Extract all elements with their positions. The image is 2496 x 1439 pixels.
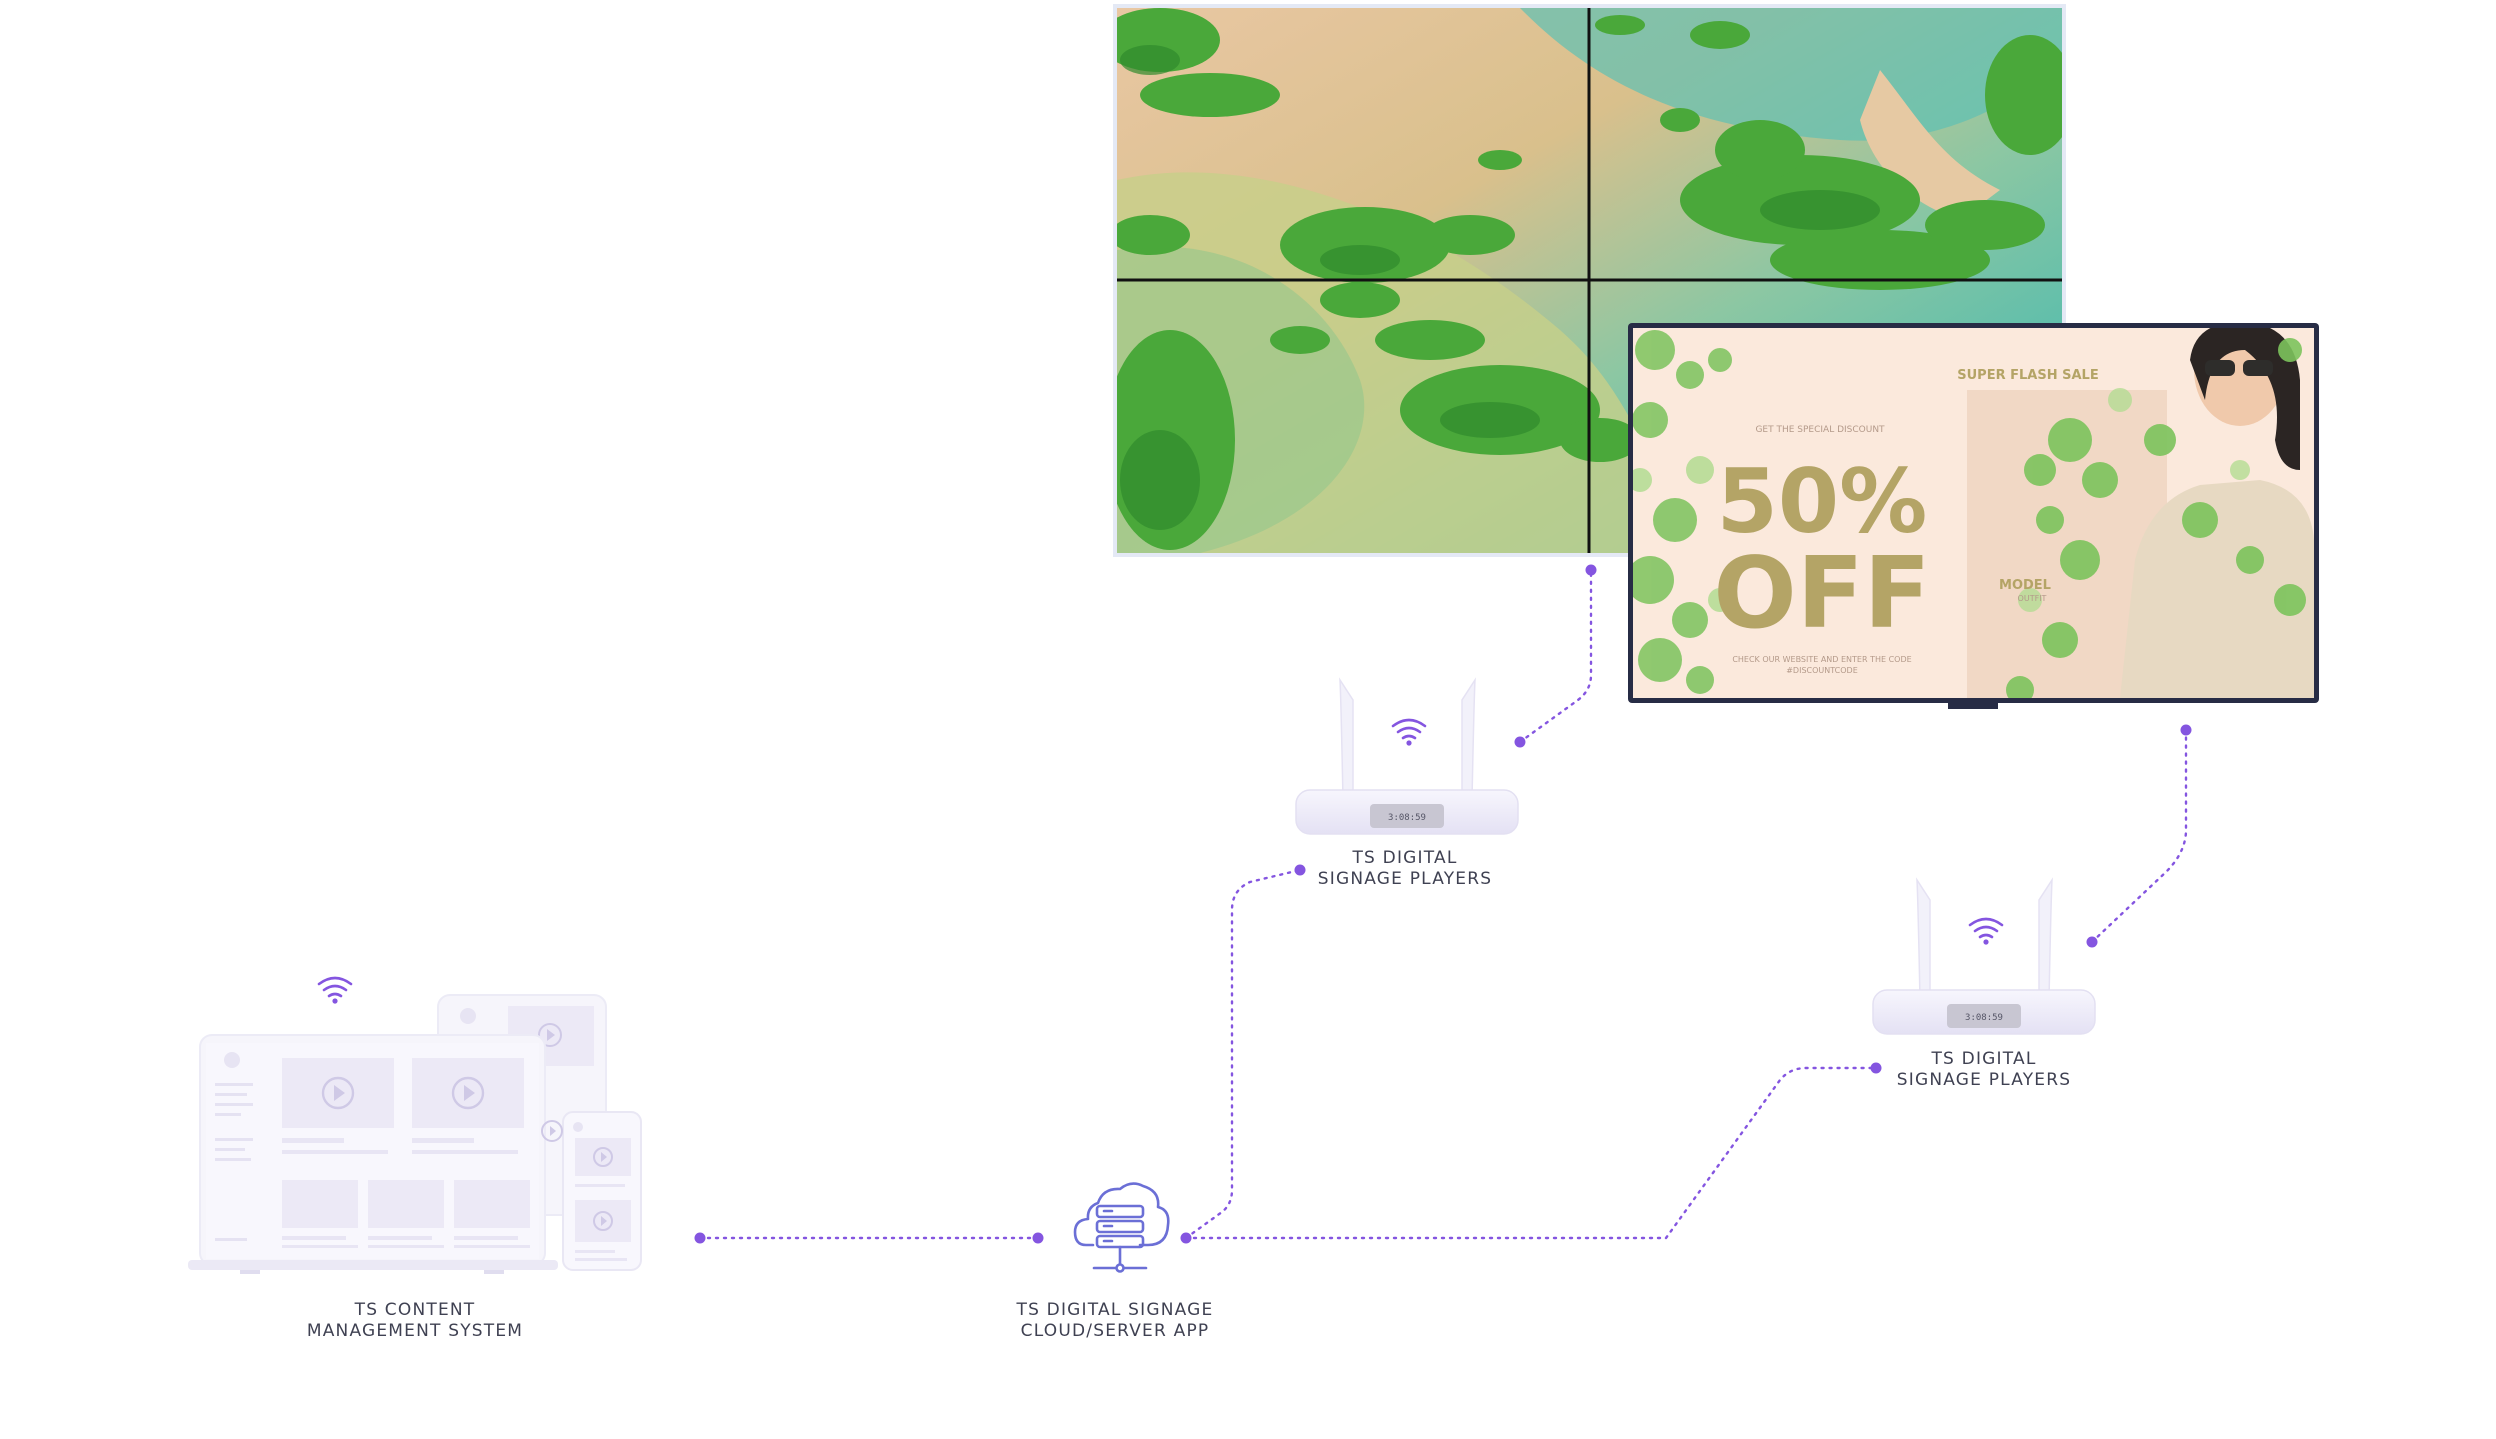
link-cloud-player-bottom <box>1184 1066 1878 1240</box>
player-bottom-label-line2: SIGNAGE PLAYERS <box>1896 1070 2072 1090</box>
player-bottom-label-line1: TS DIGITAL <box>1931 1049 2037 1069</box>
connection-dots <box>694 564 2192 1244</box>
promo-off: OFF <box>1713 537 1930 651</box>
wifi-icon <box>317 976 353 998</box>
cloud-label-line2: CLOUD/SERVER APP <box>1020 1321 1210 1341</box>
link-cloud-player-top <box>1184 868 1302 1240</box>
link-player-bottom-promo <box>2090 728 2188 944</box>
player-bottom-display: 3:08:59 <box>1965 1013 2003 1023</box>
player-top-label-line2: SIGNAGE PLAYERS <box>1317 869 1493 889</box>
promo-model: MODEL <box>1999 578 2051 593</box>
wifi-icon <box>1391 718 1427 740</box>
cloud-label-line1: TS DIGITAL SIGNAGE <box>1016 1300 1214 1320</box>
link-player-top-wall <box>1518 568 1593 744</box>
player-top-label-line1: TS DIGITAL <box>1352 848 1458 868</box>
cloud-server-icon <box>1073 1182 1170 1273</box>
promo-outfit: OUTFIT <box>2018 594 2047 603</box>
promo-display: SUPER FLASH SALE GET THE SPECIAL DISCOUN… <box>1628 323 2319 709</box>
cms-label-line1: TS CONTENT <box>354 1300 476 1320</box>
promo-kicker: GET THE SPECIAL DISCOUNT <box>1755 425 1885 435</box>
promo-headline: SUPER FLASH SALE <box>1957 368 2098 383</box>
cms-devices-icon <box>188 976 642 1274</box>
player-bottom-router-icon: 3:08:59 <box>1872 877 2096 1035</box>
player-top-router-icon: 3:08:59 <box>1295 677 1519 835</box>
cms-label-line2: MANAGEMENT SYSTEM <box>306 1321 524 1341</box>
cms-label: TS CONTENT MANAGEMENT SYSTEM <box>260 1300 570 1342</box>
promo-footnote-1: CHECK OUR WEBSITE AND ENTER THE CODE <box>1732 655 1911 664</box>
promo-percent: 50% <box>1717 450 1928 553</box>
wifi-icon <box>1968 917 2004 939</box>
player-top-display: 3:08:59 <box>1388 813 1426 823</box>
player-bottom-label: TS DIGITAL SIGNAGE PLAYERS <box>1829 1049 2139 1091</box>
promo-footnote-2: #DISCOUNTCODE <box>1786 666 1858 675</box>
player-top-label: TS DIGITAL SIGNAGE PLAYERS <box>1250 848 1560 890</box>
connections <box>698 568 2188 1240</box>
cloud-label: TS DIGITAL SIGNAGE CLOUD/SERVER APP <box>960 1300 1270 1342</box>
